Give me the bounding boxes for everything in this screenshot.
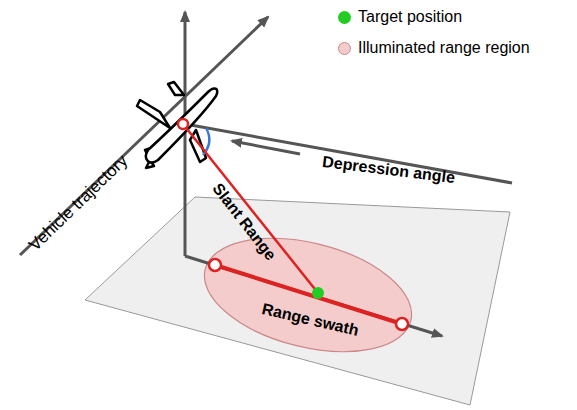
legend-text: Target position — [358, 8, 462, 26]
illuminated-ellipse — [193, 219, 424, 371]
target-dot — [312, 287, 324, 299]
legend-swatch — [338, 11, 351, 24]
ground-plane — [85, 197, 510, 405]
angle-pointer — [232, 141, 300, 154]
airplane-icon — [137, 82, 217, 168]
legend-text: Illuminated range region — [358, 39, 530, 57]
sensor-position — [178, 119, 188, 129]
swath-end — [396, 318, 408, 330]
slant-range-line — [183, 124, 318, 293]
horizontal-reference — [185, 124, 512, 183]
swath-end — [209, 259, 221, 271]
diagram-label: Vehicle trajectory — [25, 151, 131, 254]
legend-swatch — [338, 42, 351, 55]
diagram-label: Depression angle — [321, 153, 456, 187]
